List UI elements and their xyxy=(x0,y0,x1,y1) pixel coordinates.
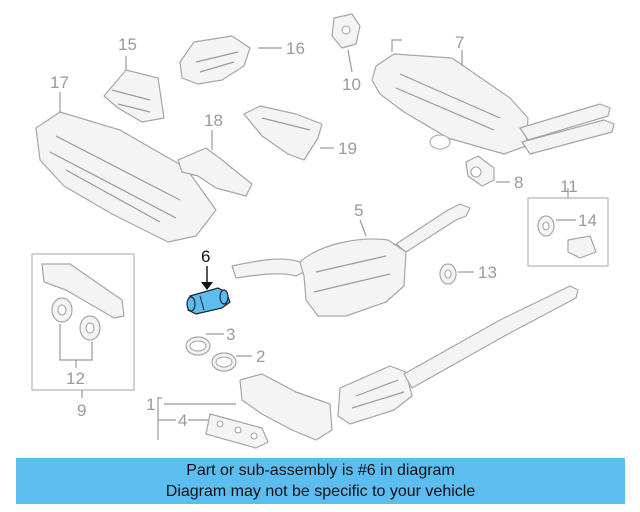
callout-11: 11 xyxy=(560,177,578,196)
callout-5: 5 xyxy=(354,201,363,220)
part-11-box[interactable]: 11 14 xyxy=(527,177,609,267)
part-3-gasket[interactable]: 3 xyxy=(185,325,235,356)
part-13-hanger[interactable]: 13 xyxy=(439,263,497,285)
callout-1: 1 xyxy=(146,395,155,414)
callout-8: 8 xyxy=(514,173,523,192)
callout-6: 6 xyxy=(201,247,210,266)
part-6-clamp[interactable]: 6 xyxy=(186,247,231,315)
callout-12: 12 xyxy=(66,369,85,388)
part-15-heat-shield[interactable]: 15 xyxy=(103,35,165,123)
callout-13: 13 xyxy=(478,263,497,282)
callout-4: 4 xyxy=(178,411,187,430)
callout-17: 17 xyxy=(50,73,69,92)
banner-line-2: Diagram may not be specific to your vehi… xyxy=(165,483,476,500)
part-17-heat-shield[interactable]: 17 xyxy=(35,73,217,243)
callout-10: 10 xyxy=(342,75,361,94)
part-5-center-muffler[interactable]: 5 xyxy=(231,201,471,317)
callout-19: 19 xyxy=(338,139,357,158)
callout-9: 9 xyxy=(77,401,86,420)
callout-2: 2 xyxy=(256,347,265,366)
part-8-hanger[interactable]: 8 xyxy=(465,155,523,192)
part-4-gasket[interactable]: 4 xyxy=(158,411,269,449)
part-2-gasket[interactable]: 2 xyxy=(211,347,265,372)
part-10-hanger[interactable]: 10 xyxy=(331,13,361,94)
part-16-bracket[interactable]: 16 xyxy=(179,35,305,85)
callout-3: 3 xyxy=(226,325,235,344)
part-1-front-pipe[interactable]: 1 xyxy=(146,285,579,441)
callout-7: 7 xyxy=(455,33,464,52)
callout-16: 16 xyxy=(286,39,305,58)
callout-14: 14 xyxy=(578,211,597,230)
banner-line-1: Part or sub-assembly is #6 in diagram xyxy=(186,462,455,479)
part-18-bracket[interactable]: 18 xyxy=(177,111,253,197)
part-9-box[interactable]: 12 9 xyxy=(31,253,135,420)
info-banner: Part or sub-assembly is #6 in diagram Di… xyxy=(16,458,625,504)
part-7-rear-muffler[interactable]: 7 xyxy=(371,33,615,155)
part-19-shield[interactable]: 19 xyxy=(243,105,357,161)
callout-18: 18 xyxy=(204,111,223,130)
callout-15: 15 xyxy=(118,35,137,54)
